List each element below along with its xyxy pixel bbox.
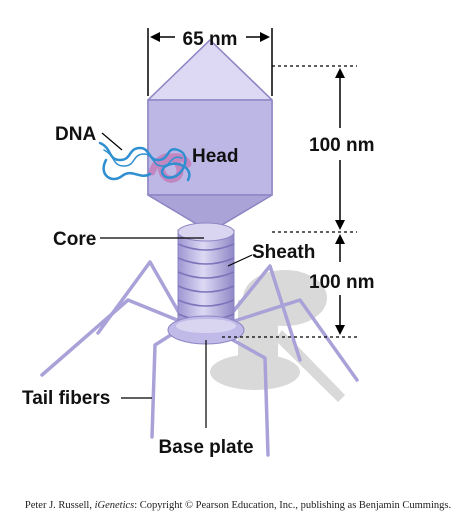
credit-author: Peter J. Russell,: [24, 500, 95, 511]
dna-strand: [98, 141, 192, 183]
tail-height-label: 100 nm: [309, 272, 374, 293]
sheath-label: Sheath: [252, 242, 315, 263]
tail-fibers-label: Tail fibers: [22, 388, 110, 409]
copyright-credit: Peter J. Russell, iGenetics: Copyright ©…: [0, 500, 476, 511]
base-plate-label: Base plate: [158, 437, 253, 458]
credit-rest: : Copyright © Pearson Education, Inc., p…: [134, 500, 452, 511]
tail-sheath: [177, 222, 235, 331]
core-label: Core: [53, 229, 96, 250]
phage-head: [147, 39, 273, 233]
height-dimensions: [222, 65, 357, 338]
leader-lines: [100, 132, 253, 428]
width-label: 65 nm: [183, 29, 238, 50]
dna-label: DNA: [55, 124, 96, 145]
head-label: Head: [192, 146, 238, 167]
base-plate: [167, 315, 245, 345]
head-height-label: 100 nm: [309, 135, 374, 156]
credit-book: iGenetics: [94, 500, 135, 511]
width-dimension: [147, 28, 273, 96]
